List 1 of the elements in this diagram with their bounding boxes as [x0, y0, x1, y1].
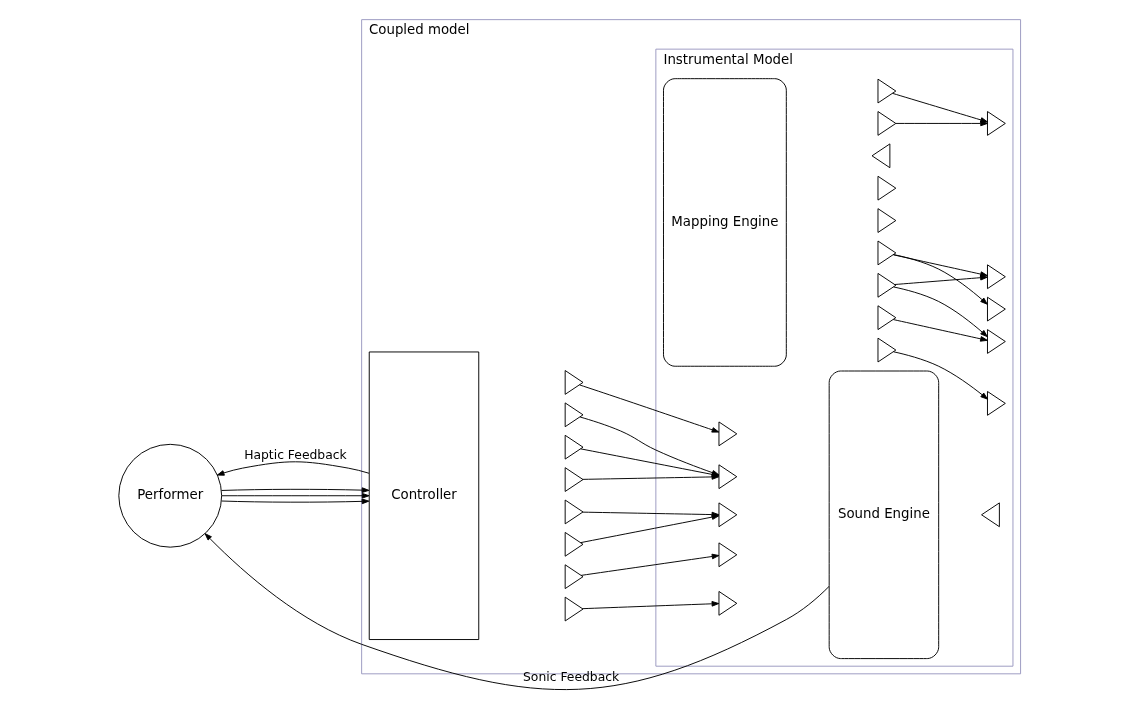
edge-label: Haptic Feedback	[243, 447, 347, 462]
